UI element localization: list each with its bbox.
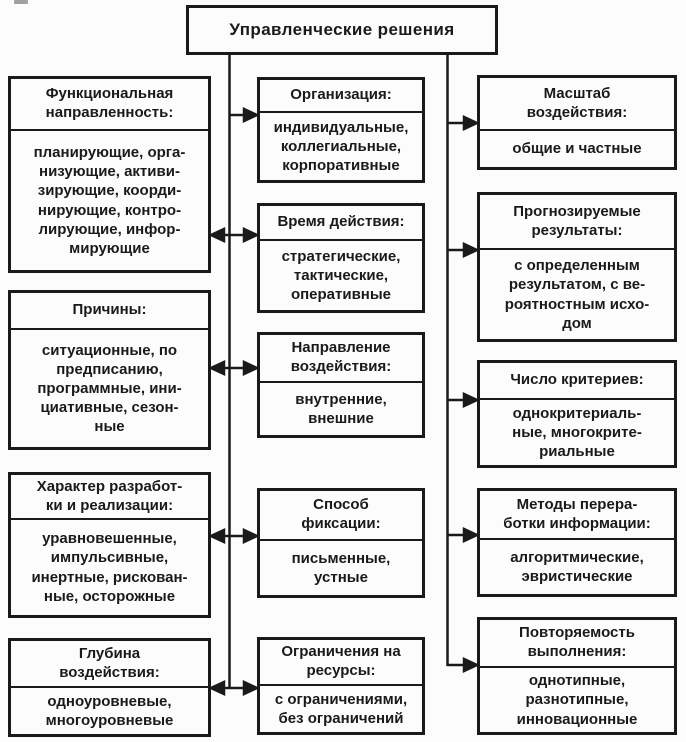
diagram-title: Управленческие решения: [186, 5, 498, 55]
box-header: Характер разработ- ки и реализации:: [11, 475, 208, 520]
arrow-right-icon: [242, 107, 260, 123]
box-header: Функциональная направленность:: [11, 79, 208, 131]
box-impact-scale: Масштаб воздействия: общие и частные: [477, 75, 677, 170]
box-body: однокритериаль- ные, многокрите- риальны…: [512, 404, 642, 461]
arrow-right-icon: [242, 360, 260, 376]
box-causes: Причины: ситуационные, по предписанию, п…: [8, 290, 211, 450]
box-header: Повторяемость выполнения:: [480, 620, 674, 668]
box-criteria-count: Число критериев: однокритериаль- ные, мн…: [477, 360, 677, 468]
connector-trunk-to-processing-methods: [447, 527, 480, 543]
box-impact-depth: Глубина воздействия: одноуровневые, мног…: [8, 638, 211, 737]
box-header: Организация:: [260, 80, 422, 113]
box-header: Время действия:: [260, 206, 422, 241]
box-body: письменные, устные: [291, 549, 391, 586]
box-body: с определенным результатом, с ве- роятно…: [504, 257, 650, 332]
box-body: с ограничениями, без ограничений: [274, 690, 408, 727]
arrow-right-icon: [462, 392, 480, 408]
box-header: Прогнозируемые результаты:: [480, 195, 674, 250]
arrow-right-icon: [462, 527, 480, 543]
connector-development-to-fixation: [208, 528, 260, 544]
arrow-right-icon: [462, 115, 480, 131]
connector-trunk-to-organization: [229, 107, 260, 123]
arrow-left-icon: [208, 227, 226, 243]
box-action-time: Время действия: стратегические, тактичес…: [257, 203, 425, 313]
arrow-left-icon: [208, 360, 226, 376]
box-body: индивидуальные, коллегиальные, корпорати…: [273, 118, 409, 175]
scan-artifact: [14, 0, 28, 4]
box-header: Глубина воздействия:: [11, 641, 208, 688]
box-header: Ограничения на ресурсы:: [260, 640, 422, 686]
box-body: планирующие, орга- низующие, активи- зир…: [33, 144, 186, 257]
box-fixation-method: Способ фиксации: письменные, устные: [257, 488, 425, 598]
box-header: Число критериев:: [480, 363, 674, 400]
arrow-left-icon: [208, 528, 226, 544]
box-functional-orientation: Функциональная направленность: планирующ…: [8, 76, 211, 273]
box-body: стратегические, тактические, оперативные: [281, 247, 401, 304]
box-resource-constraints: Ограничения на ресурсы: с ограничениями,…: [257, 637, 425, 735]
arrow-right-icon: [242, 227, 260, 243]
arrow-right-icon: [462, 657, 480, 673]
arrow-left-icon: [208, 680, 226, 696]
box-header: Направление воздействия:: [260, 335, 422, 383]
box-body: однотипные, разнотипные, инновационные: [516, 672, 638, 728]
box-impact-direction: Направление воздействия: внутренние, вне…: [257, 332, 425, 438]
box-header: Причины:: [11, 293, 208, 330]
box-header: Способ фиксации:: [260, 491, 422, 541]
connector-trunk-to-repeatability: [447, 657, 480, 673]
connector-causes-to-impact-direction: [208, 360, 260, 376]
diagram-title-label: Управленческие решения: [229, 20, 455, 39]
connector-trunk-to-criteria-count: [447, 392, 480, 408]
connector-depth-to-constraints: [208, 680, 260, 696]
box-header: Методы перера- ботки информации:: [480, 491, 674, 540]
box-organization: Организация: индивидуальные, коллегиальн…: [257, 77, 425, 183]
box-body: уравновешенные, импульсивные, инертные, …: [31, 530, 188, 605]
box-body: алгоритмические, эвристические: [510, 548, 644, 585]
arrow-right-icon: [242, 680, 260, 696]
box-development-nature: Характер разработ- ки и реализации: урав…: [8, 472, 211, 618]
box-body: общие и частные: [512, 140, 642, 158]
connector-trunk-to-predicted-results: [447, 242, 480, 258]
connector-trunk-to-impact-scale: [447, 115, 480, 131]
connector-functional-to-action-time: [208, 227, 260, 243]
box-body: внутренние, внешние: [295, 390, 387, 427]
box-execution-repeatability: Повторяемость выполнения: однотипные, ра…: [477, 617, 677, 735]
box-header: Масштаб воздействия:: [480, 78, 674, 131]
box-body: ситуационные, по предписанию, программны…: [37, 341, 182, 436]
arrow-right-icon: [462, 242, 480, 258]
box-predicted-results: Прогнозируемые результаты: с определенны…: [477, 192, 677, 342]
arrow-right-icon: [242, 528, 260, 544]
box-body: одноуровневые, многоуровневые: [45, 692, 174, 729]
box-information-processing-methods: Методы перера- ботки информации: алгорит…: [477, 488, 677, 597]
